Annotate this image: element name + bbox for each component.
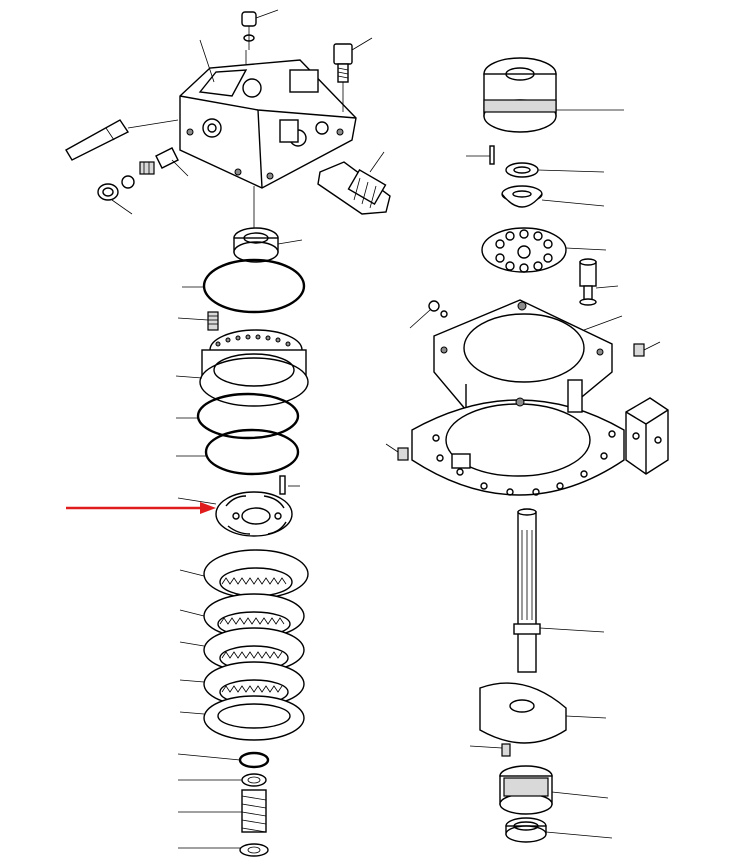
valve-block-small [625,397,669,475]
washer-upper [178,773,267,787]
cylinder-block [483,57,624,133]
swash-plate [479,682,607,744]
roller-bearing [499,765,609,815]
control-valve-housing [179,39,357,236]
plug-with-o-ring [409,300,448,329]
retainer-cup [501,185,605,208]
set-screw-right [633,341,661,357]
motor-housing [411,299,625,496]
washer-lower [178,843,269,857]
spring-small [177,311,219,331]
snap-ring [177,751,270,769]
set-screw-left [385,443,409,461]
piston-shoe [579,258,619,306]
indicator-arrow [66,502,216,514]
o-ring-lower-1 [176,392,300,440]
dowel-pin [279,475,300,495]
poppet [155,147,189,177]
brake-piston [175,329,309,407]
relief-valve-cartridge [317,151,391,215]
separator-plate-1 [179,593,305,639]
large-o-ring-upper [182,258,306,314]
spring [139,161,155,175]
small-pin [469,743,511,757]
pin [65,119,179,161]
spring-stack [178,789,267,833]
retainer-plate [481,227,607,273]
spherical-bushing [505,162,605,178]
pin-small [466,145,495,165]
o-ring [121,175,135,189]
o-ring-lower-2 [176,428,300,476]
valve-plate [177,491,293,537]
output-shaft [513,508,605,673]
bearing-cup [233,227,303,263]
socket-head-bolt [333,37,373,112]
bearing-race [505,817,613,843]
friction-disc-3 [179,695,305,741]
hex-socket-plug [241,9,279,50]
check-valve-plug [97,183,133,215]
friction-disc-1 [179,549,309,599]
